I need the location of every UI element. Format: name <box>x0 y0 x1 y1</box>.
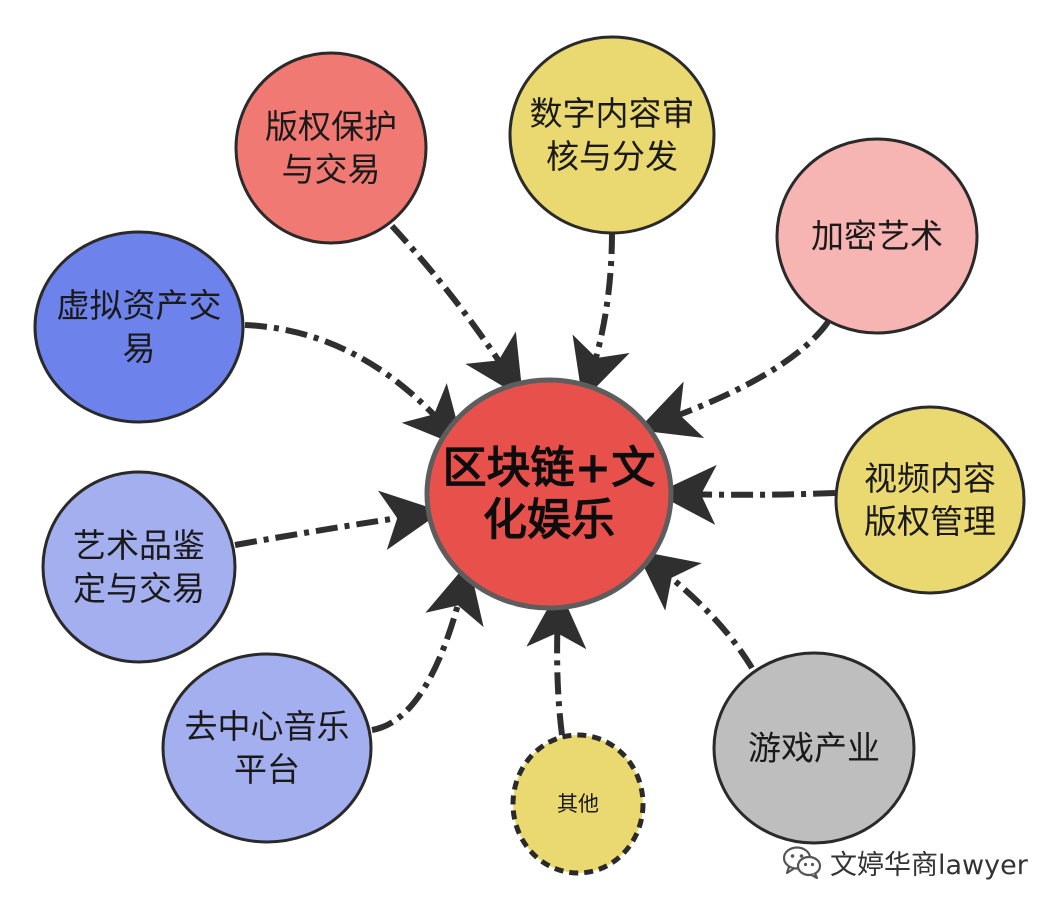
node-others-circle <box>510 732 646 876</box>
node-crypto-art: 加密艺术 <box>775 137 979 335</box>
node-art-appraisal-label-1: 艺术品鉴 <box>73 526 205 565</box>
node-virtual-assets-label-2: 易 <box>123 329 156 368</box>
node-center-label-2: 化娱乐 <box>483 495 615 546</box>
watermark-text: 文婷华商lawyer <box>830 849 1028 881</box>
node-copyright-label-1: 版权保护 <box>265 107 397 146</box>
node-copyright-label-2: 与交易 <box>282 150 381 189</box>
node-center-label-1: 区块链+文 <box>443 443 656 494</box>
node-content-review-label-2: 核与分发 <box>546 137 678 176</box>
connector-content-review <box>572 231 630 401</box>
node-video-copyright-label-1: 视频内容 <box>864 459 996 498</box>
node-gaming: 游戏产业 <box>712 651 916 845</box>
node-gaming-label-1: 游戏产业 <box>748 729 880 768</box>
connector-copyright <box>389 223 523 399</box>
node-content-review-label-1: 数字内容审 <box>530 94 695 133</box>
connector-video-copyright <box>656 464 836 525</box>
node-gaming-circle <box>712 651 916 845</box>
watermark: 文婷华商lawyer <box>782 842 1028 882</box>
node-center-circle <box>424 377 674 611</box>
node-music-platform-circle <box>161 652 373 844</box>
node-content-review-circle <box>508 35 716 235</box>
connector-gaming <box>635 550 755 670</box>
connector-crypto-art <box>637 320 831 438</box>
node-others-label-1: 其他 <box>557 792 599 816</box>
node-art-appraisal-label-2: 定与交易 <box>73 569 205 608</box>
node-art-appraisal-circle <box>41 470 237 664</box>
node-virtual-assets-circle <box>33 230 245 424</box>
connector-art-appraisal <box>234 490 442 550</box>
wechat-icon <box>782 846 822 879</box>
node-video-copyright-circle <box>834 405 1026 595</box>
node-crypto-art-label-1: 加密艺术 <box>811 217 943 256</box>
node-copyright-circle <box>234 51 428 245</box>
node-virtual-assets-label-1: 虚拟资产交 <box>57 286 222 325</box>
connector-music-platform <box>371 561 484 733</box>
node-video-copyright-label-2: 版权管理 <box>864 502 996 541</box>
connector-virtual-assets <box>244 322 464 449</box>
connectors <box>234 223 836 736</box>
connector-others <box>526 588 587 736</box>
node-crypto-art-circle <box>775 137 979 335</box>
node-others: 其他 <box>510 732 646 876</box>
node-music-platform-label-2: 平台 <box>234 750 300 789</box>
node-music-platform-label-1: 去中心音乐 <box>185 707 350 746</box>
